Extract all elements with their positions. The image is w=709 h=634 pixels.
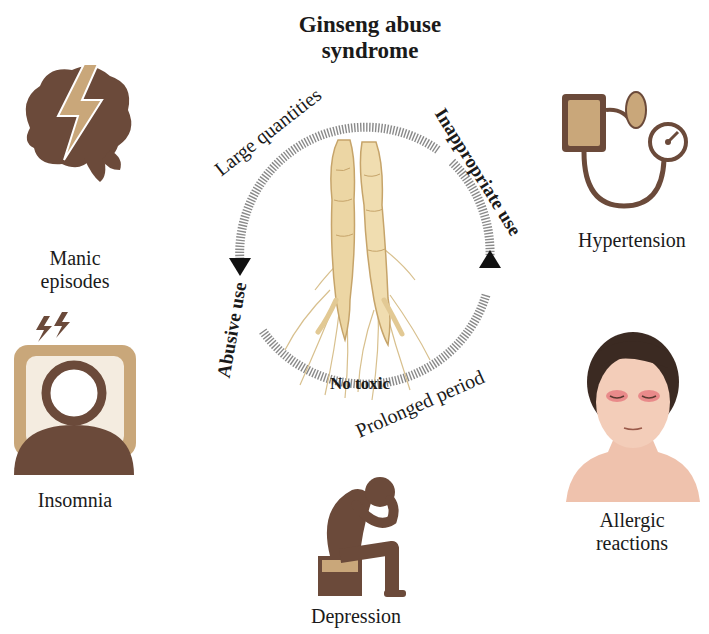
cycle-arcs — [240, 127, 490, 384]
allergic-face-icon — [566, 332, 700, 502]
cycle-label: No toxic — [300, 374, 420, 394]
cycle-label: Inappropriate use — [416, 81, 541, 262]
symptom-label: Insomnia — [10, 489, 140, 512]
diagram-title: Ginseng abuse syndrome — [275, 12, 465, 65]
insomnia-icon — [14, 312, 136, 475]
symptom-label: Manic episodes — [15, 247, 135, 293]
brain-icon — [26, 64, 132, 182]
cycle-arrowhead — [479, 250, 501, 268]
symptom-label: Depression — [281, 605, 431, 628]
blood-pressure-icon — [562, 92, 686, 206]
hatched-arc — [262, 295, 486, 384]
cycle-label: Abusive use — [207, 249, 256, 410]
cycle-arrowhead — [229, 258, 251, 276]
symptom-label: Hypertension — [562, 229, 702, 252]
depression-icon — [318, 477, 406, 597]
symptom-label: Allergic reactions — [567, 509, 697, 555]
ginseng-roots — [285, 140, 430, 400]
